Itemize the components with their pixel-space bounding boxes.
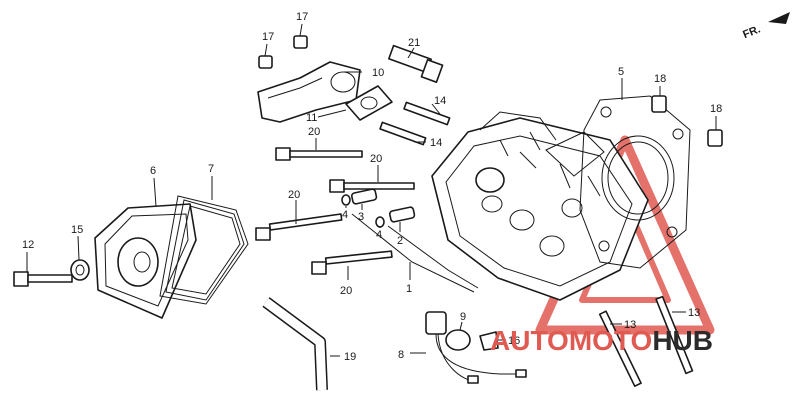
- callout-13-a: 13: [624, 319, 636, 331]
- callout-21: 21: [408, 37, 420, 49]
- part-20-bolt-left: [255, 213, 343, 241]
- part-8-oil-sensor: [425, 311, 527, 384]
- callout-1: 1: [406, 283, 412, 295]
- callout-9: 9: [460, 311, 466, 323]
- part-15-washer: [70, 259, 90, 281]
- part-9-grommet: [445, 329, 471, 351]
- callout-16: 16: [508, 335, 520, 347]
- callout-3: 3: [358, 211, 364, 223]
- callout-17-b: 17: [296, 11, 308, 23]
- cylinder-head-assembly: [431, 111, 649, 301]
- part-18-dowel-upper: [651, 95, 667, 113]
- callout-13-b: 13: [688, 307, 700, 319]
- callout-4-b: 4: [376, 229, 382, 241]
- callout-11: 11: [306, 112, 317, 124]
- part-16-clip: [479, 331, 499, 351]
- callout-20-lower: 20: [340, 285, 352, 297]
- callout-20-left: 20: [288, 189, 300, 201]
- callout-numbers: 12 15 6 7 20 20 20 20 17 17 10 11 21 14 …: [22, 11, 722, 363]
- callout-4-a: 4: [342, 209, 348, 221]
- callout-14-upper: 14: [434, 95, 446, 107]
- part-13-stud-a: [598, 310, 642, 388]
- part-20-bolt-lower: [311, 250, 393, 275]
- part-4-clip-b: [375, 216, 385, 228]
- direction-label: FR.: [741, 23, 762, 41]
- part-20-bolt-mid: [329, 179, 415, 193]
- svg-text:AUTOMOTOHUB: AUTOMOTOHUB: [490, 325, 713, 356]
- part-21-spark-plug: [388, 44, 444, 83]
- callout-10: 10: [372, 67, 384, 79]
- callout-12: 12: [22, 239, 34, 251]
- part-11-exhaust-gasket: [345, 85, 393, 121]
- watermark-hub: HUB: [652, 325, 713, 356]
- leader-lines: [26, 23, 717, 357]
- callout-18-right: 18: [710, 103, 722, 115]
- watermark-logo: AUTOMOTOHUB: [490, 325, 713, 356]
- callout-17-a: 17: [262, 31, 274, 43]
- callout-5: 5: [618, 66, 624, 78]
- part-3-dowel-pin: [350, 188, 378, 205]
- part-17-nut-a: [258, 55, 273, 69]
- part-6-head-cover: [94, 203, 197, 319]
- watermark-moto: MOTO: [569, 325, 652, 356]
- part-13-stud-b: [655, 295, 694, 375]
- part-4-clip-a: [341, 194, 351, 206]
- watermark-auto: AUTO: [490, 325, 569, 356]
- callout-2: 2: [397, 235, 403, 247]
- callout-19: 19: [344, 351, 356, 363]
- front-arrow-icon: [768, 12, 790, 24]
- part-19-breather-tube: [262, 297, 328, 391]
- callout-6: 6: [150, 165, 156, 177]
- callout-8: 8: [398, 349, 404, 361]
- part-7-cover-gasket: [159, 195, 249, 305]
- part-12-flange-bolt: [13, 271, 73, 287]
- part-14-stud-upper: [403, 101, 451, 126]
- part-17-nut-b: [293, 35, 308, 49]
- part-14-stud-lower: [379, 121, 427, 146]
- callout-20-upper: 20: [308, 126, 320, 138]
- callout-20-mid: 20: [370, 153, 382, 165]
- callout-15: 15: [71, 224, 83, 236]
- part-18-dowel-right: [707, 129, 723, 147]
- callout-7: 7: [208, 163, 214, 175]
- callout-18-upper: 18: [654, 73, 666, 85]
- front-direction-indicator: FR.: [741, 12, 790, 41]
- callout-14-lower: 14: [430, 137, 442, 149]
- part-20-bolt-upper: [275, 147, 363, 161]
- part-2-dowel-pin: [388, 206, 416, 223]
